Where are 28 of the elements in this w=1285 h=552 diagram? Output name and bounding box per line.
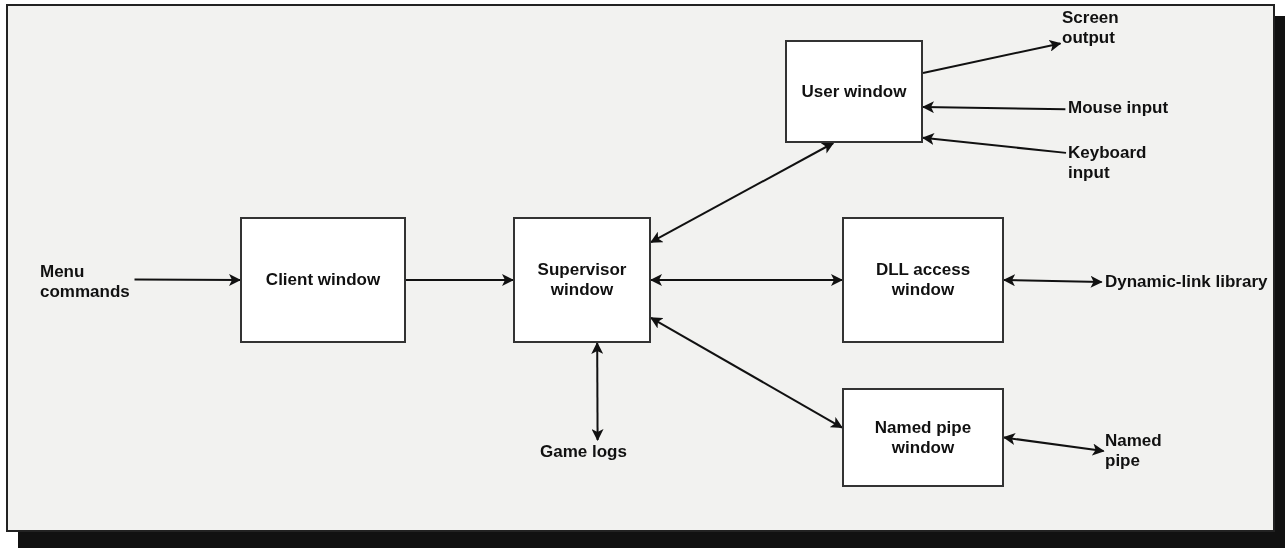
arrow — [922, 133, 1067, 154]
arrow — [922, 39, 1062, 74]
arrow — [1003, 433, 1105, 456]
arrow — [650, 142, 835, 244]
node-label: Dynamic-link library — [1105, 272, 1268, 292]
process-box — [240, 217, 406, 343]
node-label: Keyboard input — [1068, 143, 1148, 183]
node-label: Screen output — [1062, 8, 1120, 48]
arrow — [405, 274, 514, 286]
box-label: Named pipe window — [873, 417, 973, 458]
arrow — [591, 342, 604, 441]
node-label: Menu commands — [40, 262, 130, 302]
box-label: DLL access window — [874, 260, 972, 300]
process-box — [513, 217, 651, 343]
arrow — [922, 101, 1067, 114]
node-label: Mouse input — [1068, 98, 1169, 118]
node-label: Named pipe — [1105, 431, 1163, 471]
box-label: Client window — [265, 270, 381, 290]
process-box — [842, 388, 1004, 487]
arrow — [650, 316, 843, 429]
box-label: User window — [801, 81, 907, 102]
box-label: Supervisor window — [536, 260, 628, 300]
process-box — [842, 217, 1004, 343]
process-box — [785, 40, 923, 143]
node-label: Game logs — [540, 442, 627, 462]
arrow — [133, 273, 241, 286]
arrow — [650, 274, 843, 286]
arrow — [1003, 274, 1103, 288]
